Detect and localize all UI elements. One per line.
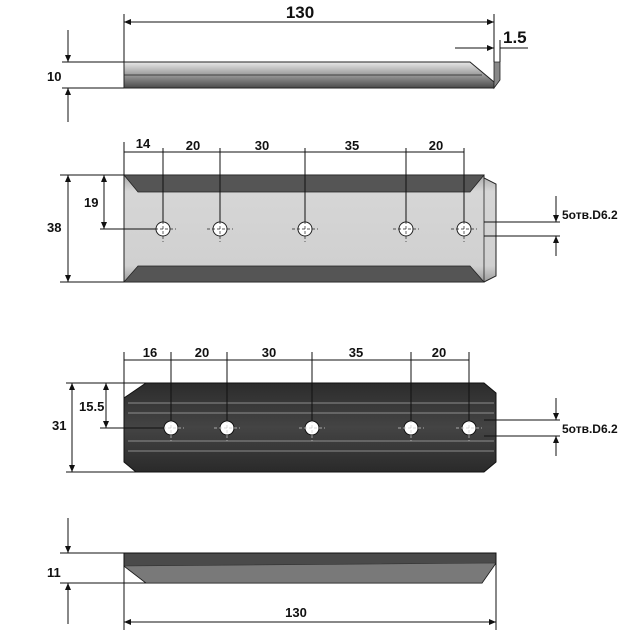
view-plate-light: 14 20 30 35 20 38 19 5отв.D6.2 <box>47 136 618 283</box>
dim-width-light: 38 <box>47 220 61 235</box>
hole <box>150 216 176 242</box>
view-top-side: 130 1.5 10 <box>47 3 528 122</box>
spacing-label: 20 <box>186 138 200 153</box>
hole <box>214 415 240 441</box>
hole <box>393 216 419 242</box>
view-plate-dark: 16 20 30 35 20 31 15.5 5отв.D6.2 <box>52 345 618 473</box>
spacing-label: 20 <box>429 138 443 153</box>
holes-note-light: 5отв.D6.2 <box>562 208 618 222</box>
dim-offset-dark: 15.5 <box>79 399 104 414</box>
dim-width-dark: 31 <box>52 418 66 433</box>
spacing-label: 20 <box>195 345 209 360</box>
holes-dark <box>158 415 482 441</box>
holes-light <box>150 216 477 242</box>
dim-edge: 1.5 <box>503 28 527 47</box>
spacing-label: 16 <box>143 345 157 360</box>
spacing-label: 30 <box>262 345 276 360</box>
spacing-label: 20 <box>432 345 446 360</box>
spacing-label: 14 <box>136 136 151 151</box>
dim-length-bottom: 130 <box>285 605 307 620</box>
hole <box>299 415 325 441</box>
spacing-label: 35 <box>349 345 363 360</box>
dim-length-top: 130 <box>286 3 314 22</box>
spacing-label: 35 <box>345 138 359 153</box>
hole <box>456 415 482 441</box>
view-bottom-side: 11 130 <box>47 518 497 630</box>
dim-height-bottom: 11 <box>47 565 61 580</box>
spacing-label: 30 <box>255 138 269 153</box>
holes-note-dark: 5отв.D6.2 <box>562 422 618 436</box>
dim-offset-light: 19 <box>84 195 98 210</box>
dim-height-top: 10 <box>47 69 61 84</box>
